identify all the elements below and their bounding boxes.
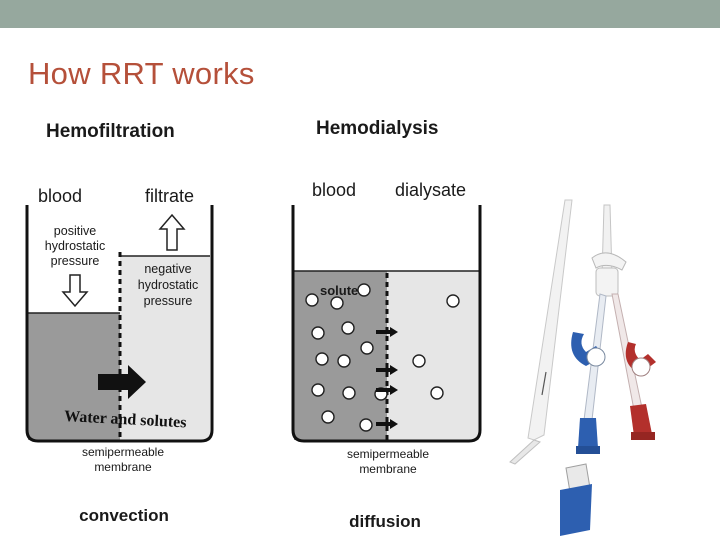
- solute-particle: [337, 354, 351, 368]
- negative-pressure-line3: pressure: [144, 294, 193, 308]
- blue-luer-connector: [578, 418, 598, 448]
- hemodialysis-container: [291, 205, 482, 443]
- solute-particle: [311, 383, 325, 397]
- down-arrow-icon: [61, 274, 89, 308]
- catheter-marking: [541, 371, 547, 396]
- solute-particle: [321, 410, 335, 424]
- catheter-cap-blue: [560, 484, 592, 536]
- hemodialysis-membrane-label-line2: membrane: [359, 462, 417, 476]
- hemofiltration-heading: Hemofiltration: [46, 121, 175, 142]
- water-and-solutes-label: Water and solutes: [64, 408, 187, 431]
- diffusion-arrow-icon: [376, 385, 398, 395]
- negative-pressure-line1: negative: [144, 262, 191, 276]
- solute-particle: [359, 418, 373, 432]
- hemodialysis-dialysate-fluid: [387, 271, 479, 440]
- hemofiltration-membrane-label-line1: semipermeable: [82, 445, 164, 459]
- suture-wing: [591, 252, 627, 271]
- diffusion-arrow-icon: [376, 365, 398, 375]
- solute-particle: [330, 296, 344, 310]
- solute-particles: [305, 283, 460, 432]
- hemodialysis-dialysate-label: dialysate: [395, 180, 466, 200]
- solute-particle: [341, 321, 355, 335]
- hemodialysis-membrane-label-line1: semipermeable: [347, 447, 429, 461]
- red-clamp-tag: [631, 357, 651, 377]
- top-color-bar: [0, 0, 720, 28]
- catheter-hub: [595, 267, 619, 297]
- solutes-label: solutes: [320, 283, 366, 298]
- slide-title: How RRT works: [28, 56, 255, 91]
- catheter-tube: [527, 199, 573, 441]
- solute-particle: [446, 294, 460, 308]
- hemofiltration-container: [25, 205, 214, 443]
- solute-particle: [360, 341, 374, 355]
- solute-particle: [357, 283, 371, 297]
- catheter-tip: [509, 439, 541, 465]
- convection-arrow-icon: [98, 365, 146, 399]
- hemodialysis-heading: Hemodialysis: [316, 118, 439, 139]
- diffusion-arrow-icon: [376, 419, 398, 429]
- hemofiltration-blood-label: blood: [38, 186, 82, 206]
- diffusion-arrows: [376, 327, 398, 429]
- dialysis-catheter-image: [509, 199, 656, 536]
- hemofiltration-membrane-label-line2: membrane: [94, 460, 152, 474]
- solute-particle: [305, 293, 319, 307]
- red-luer-ring: [631, 432, 655, 440]
- hemofiltration-panel: Hemofiltration blood filtrate positive h…: [25, 121, 214, 525]
- solute-particle: [342, 386, 356, 400]
- hemofiltration-filtrate-fluid: [120, 256, 210, 440]
- blue-luer-ring: [576, 446, 600, 454]
- diffusion-label: diffusion: [349, 512, 421, 531]
- positive-pressure-line2: hydrostatic: [45, 239, 105, 253]
- red-luer-connector: [630, 404, 652, 436]
- solute-particle: [412, 354, 426, 368]
- up-arrow-icon: [158, 213, 186, 251]
- blue-clamp-tag: [586, 347, 606, 367]
- positive-pressure-line3: pressure: [51, 254, 100, 268]
- solute-particle: [315, 352, 329, 366]
- negative-pressure-line2: hydrostatic: [138, 278, 198, 292]
- solute-particle: [311, 326, 325, 340]
- positive-pressure-line1: positive: [54, 224, 96, 238]
- hemodialysis-blood-label: blood: [312, 180, 356, 200]
- hemodialysis-panel: Hemodialysis blood dialysate solutes sem…: [291, 118, 482, 531]
- solute-particle: [430, 386, 444, 400]
- convection-label: convection: [79, 506, 169, 525]
- hemofiltration-filtrate-label: filtrate: [145, 186, 194, 206]
- diffusion-arrow-icon: [376, 327, 398, 337]
